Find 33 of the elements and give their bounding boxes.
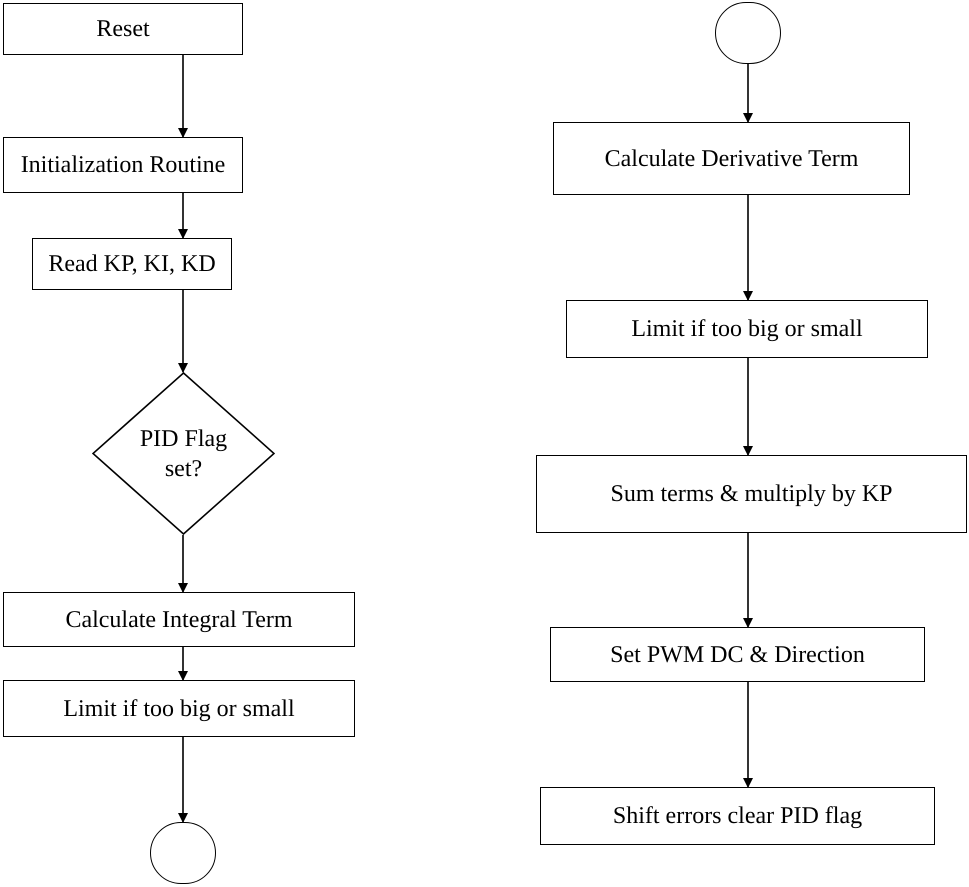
arrow bbox=[178, 55, 188, 138]
arrow bbox=[178, 535, 188, 593]
process-box bbox=[32, 238, 232, 290]
process-text: Calculate Integral Term bbox=[65, 606, 293, 634]
process-box bbox=[550, 627, 925, 682]
arrow bbox=[743, 195, 753, 301]
process-box bbox=[3, 680, 355, 737]
process-box bbox=[553, 122, 910, 195]
process-box bbox=[536, 455, 967, 533]
arrow bbox=[178, 290, 188, 373]
process-box bbox=[3, 592, 355, 647]
arrow bbox=[743, 533, 753, 628]
process-box bbox=[3, 137, 243, 193]
process-text: Set PWM DC & Direction bbox=[610, 640, 865, 668]
decision-text: PID Flag set? bbox=[138, 424, 228, 484]
arrow bbox=[178, 647, 188, 681]
process-text: Shift errors clear PID flag bbox=[612, 802, 862, 830]
process-text: Initialization Routine bbox=[20, 151, 226, 179]
process-text: Reset bbox=[96, 15, 150, 43]
process-box bbox=[3, 3, 243, 55]
process-text: Calculate Derivative Term bbox=[604, 144, 858, 172]
process-box bbox=[566, 300, 928, 358]
process-text: Sum terms & multiply by KP bbox=[610, 480, 893, 508]
process-text: Read KP, KI, KD bbox=[48, 250, 216, 278]
process-box bbox=[540, 787, 935, 845]
arrow bbox=[743, 682, 753, 788]
arrow bbox=[178, 737, 188, 823]
arrow bbox=[743, 64, 753, 123]
arrow bbox=[743, 358, 753, 456]
decision-diamond bbox=[92, 372, 275, 535]
process-text: Limit if too big or small bbox=[63, 694, 295, 722]
process-text: Limit if too big or small bbox=[631, 315, 863, 343]
arrow bbox=[178, 193, 188, 239]
